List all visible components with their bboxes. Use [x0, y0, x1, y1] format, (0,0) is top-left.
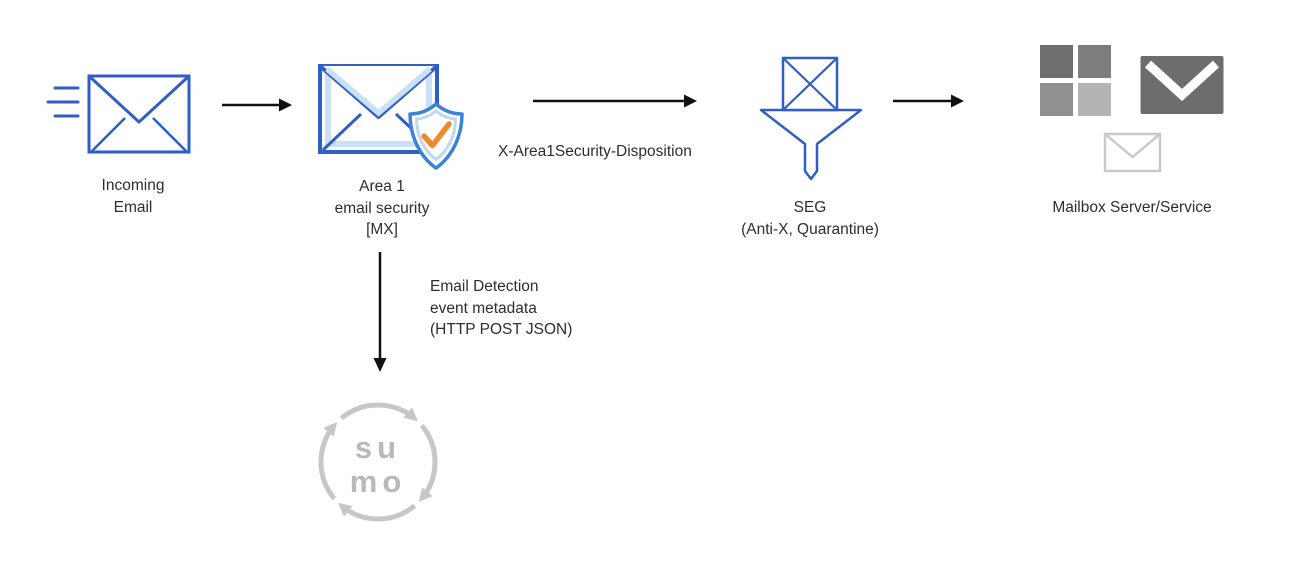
sumo-logic-circular-arrows-logo: su mo [318, 402, 438, 522]
incoming-envelope-icon [46, 74, 191, 154]
arrow-area1-to-sumo [373, 252, 387, 372]
label-line: (HTTP POST JSON) [430, 321, 573, 338]
label-line: (Anti-X, Quarantine) [741, 220, 879, 238]
label-line: SEG [793, 199, 827, 216]
label-line: event metadata [430, 299, 537, 317]
area1-label: Area 1 email security [MX] [302, 176, 462, 241]
label-line: [MX] [366, 221, 398, 238]
label-line: Email Detection [430, 278, 539, 295]
check-icon [421, 121, 452, 149]
arrow-area1-to-seg [533, 94, 697, 108]
mailbox-label: Mailbox Server/Service [1052, 199, 1212, 216]
envelope-outline-icon [1103, 132, 1162, 173]
microsoft-squares-icon [1040, 45, 1111, 116]
speed-lines [46, 86, 80, 118]
label-line: email security [334, 199, 430, 217]
label-line: Area 1 [359, 178, 405, 195]
arrow-incoming-to-area1 [222, 98, 292, 112]
incoming-email-label: Incoming Email [58, 175, 208, 218]
metadata-edge-label: Email Detection event metadata (HTTP POS… [430, 276, 640, 341]
sumo-wordmark-line: mo [350, 464, 407, 499]
arrow-seg-to-mailbox [893, 94, 964, 108]
envelope-shield-check-icon [318, 64, 464, 170]
envelope-funnel-icon [759, 56, 863, 181]
disposition-edge-label: X-Area1Security-Disposition [498, 143, 692, 160]
circular-arrows [318, 402, 438, 522]
gmail-envelope-icon [1140, 56, 1224, 114]
label-line: Incoming [101, 177, 165, 194]
label-line: Email [113, 198, 153, 216]
shield-check-icon [408, 102, 464, 170]
seg-label: SEG (Anti-X, Quarantine) [700, 197, 920, 240]
sumo-wordmark-line: su [355, 430, 401, 465]
